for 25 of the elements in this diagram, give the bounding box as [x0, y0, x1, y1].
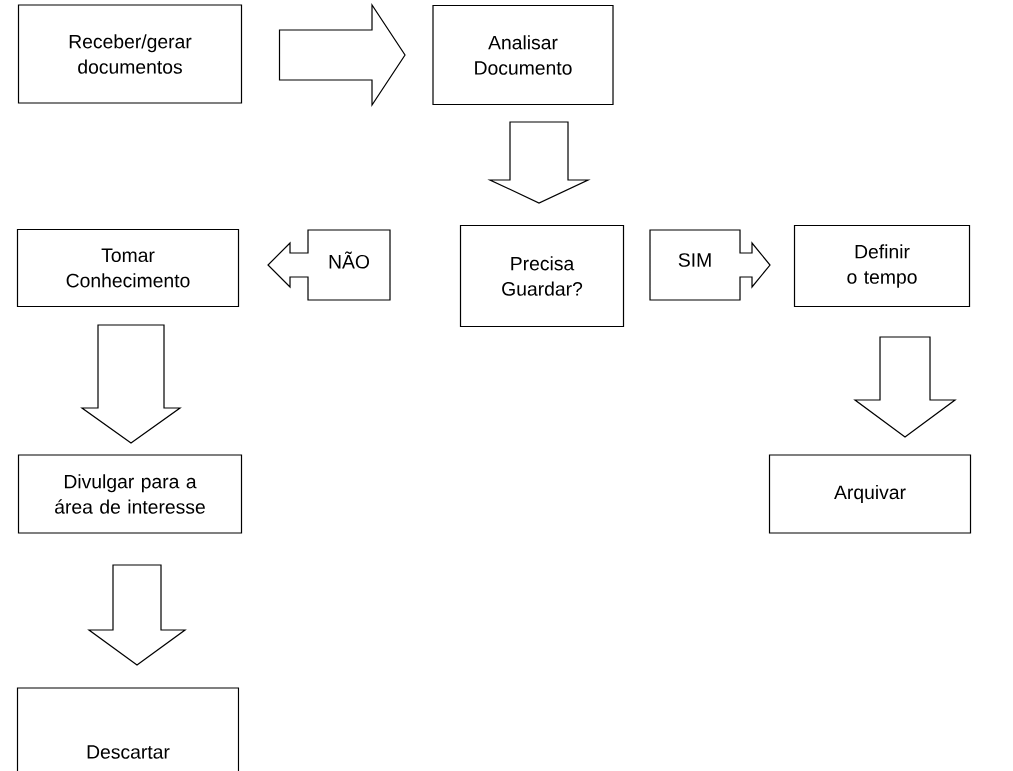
- block-arrow: [80, 324, 182, 444]
- node-label: Receber/gerar documentos: [69, 34, 192, 74]
- process-box: [17, 4, 243, 104]
- edge-label: NÃO: [326, 250, 372, 270]
- process-box: [17, 454, 243, 534]
- process-box: [459, 224, 625, 328]
- node-label: Divulgar para a área de interesse: [55, 474, 205, 514]
- edge-label: SIM: [676, 251, 714, 269]
- process-box: [16, 228, 240, 308]
- block-arrow: [487, 121, 591, 204]
- node-label: Definir o tempo: [847, 244, 917, 288]
- process-box: [793, 224, 971, 308]
- node-label: Descartar: [87, 745, 170, 759]
- process-box: [16, 687, 240, 771]
- process-box: [768, 454, 972, 534]
- node-label: Tomar Conhecimento: [66, 248, 190, 288]
- block-arrow: [853, 336, 957, 438]
- node-label: Analisar Documento: [475, 35, 572, 75]
- block-arrow: [649, 229, 771, 301]
- node-label: Precisa Guardar?: [502, 256, 583, 296]
- process-box: [432, 4, 614, 106]
- block-arrow: [87, 564, 187, 666]
- block-arrow: [278, 3, 406, 107]
- node-label: Arquivar: [834, 484, 906, 504]
- block-arrow: [267, 229, 391, 301]
